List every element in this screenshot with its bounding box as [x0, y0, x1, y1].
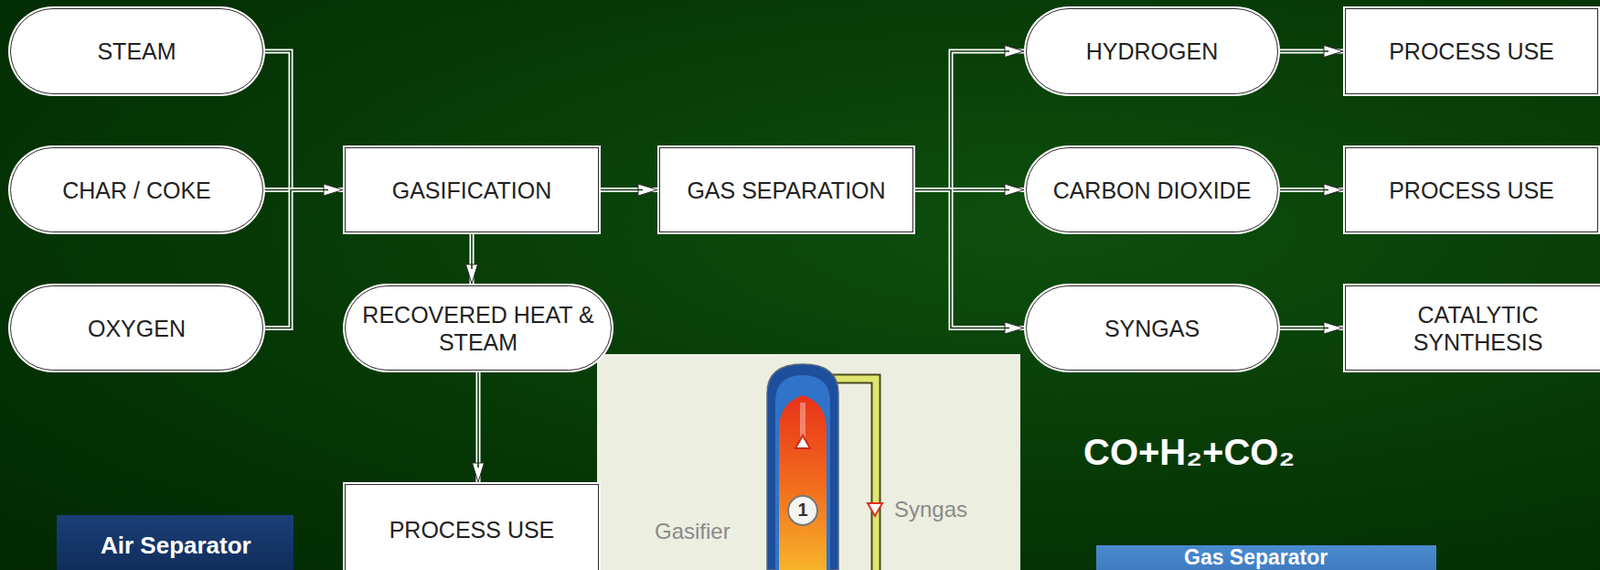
callout-number: 1: [797, 498, 808, 521]
flow-connector: [265, 51, 343, 191]
node-label: PROCESS USE: [1377, 37, 1566, 65]
flow-connector: [265, 190, 343, 329]
connector-core: [477, 372, 480, 468]
connector-outline: [476, 372, 481, 482]
connector-core: [1280, 50, 1329, 53]
node-label: PROCESS USE: [378, 515, 566, 544]
output-terminal: CARBON DIOXIDE: [1025, 147, 1279, 233]
node-label: GAS SEPARATION: [675, 176, 896, 204]
flow-connector: [471, 234, 473, 284]
connector-core: [470, 234, 473, 269]
node-label: CATALYTIC SYNTHESIS: [1345, 300, 1600, 356]
connector-outline: [1280, 325, 1344, 331]
connector-core: [265, 51, 329, 191]
node-label: PROCESS USE: [1377, 176, 1566, 204]
node-label: STEAM: [85, 37, 187, 65]
connector-outline: [1280, 187, 1344, 192]
node-label: OXYGEN: [76, 314, 197, 342]
equipment-panel: Air Separator: [56, 514, 294, 570]
connector-outline: [600, 187, 658, 192]
node-label: CARBON DIOXIDE: [1042, 176, 1263, 204]
output-terminal: RECOVERED HEAT & STEAM: [344, 285, 612, 371]
connector-outline: [1280, 49, 1344, 54]
input-terminal: STEAM: [10, 8, 264, 95]
connector-core: [915, 190, 1010, 329]
node-label: RECOVERED HEAT & STEAM: [345, 300, 611, 356]
gas-stream: [800, 402, 806, 438]
process-box: PROCESS USE: [344, 483, 599, 570]
input-terminal: OXYGEN: [10, 285, 264, 371]
connector-core: [600, 189, 643, 192]
node-label: GASIFICATION: [381, 176, 564, 204]
flow-connector: [915, 190, 1024, 329]
node-label: CHAR / COKE: [51, 176, 223, 204]
part-name: Gasifier: [654, 518, 731, 545]
node-label: HYDROGEN: [1075, 37, 1229, 65]
input-terminal: CHAR / COKE: [10, 147, 264, 233]
vessel-lining: [775, 374, 831, 570]
node-label: Gas Separator: [1096, 544, 1328, 569]
connector-core: [1280, 327, 1329, 330]
connector-core: [915, 51, 1010, 191]
flow-connector: [1280, 51, 1344, 53]
part-name: Syngas: [894, 496, 968, 523]
flow-connector: [1280, 189, 1344, 191]
flow-connector: [1280, 327, 1344, 329]
output-terminal: SYNGAS: [1025, 285, 1279, 371]
flow-connector: [600, 189, 658, 191]
connector-core: [265, 190, 329, 329]
connector-outline: [265, 190, 343, 329]
title-formula: CO+H₂+CO₂: [1083, 429, 1295, 474]
reaction-zone: [778, 394, 827, 570]
node-label: SYNGAS: [1093, 314, 1211, 342]
flow-arrow: [795, 435, 811, 448]
flow-connector: [478, 372, 480, 482]
gasifier-vessel: [767, 363, 839, 570]
illustration-panel: [597, 353, 1021, 570]
node-label: Air Separator: [56, 514, 252, 560]
output-terminal: HYDROGEN: [1025, 8, 1279, 95]
connector-outline: [915, 51, 1024, 191]
connector-outline: [265, 51, 343, 191]
syngas-flow-marker: [867, 502, 883, 516]
process-box: PROCESS USE: [1344, 8, 1599, 95]
callout-circle: [788, 495, 818, 525]
connector-core: [1280, 189, 1329, 192]
equipment-panel: Gas Separator: [1096, 544, 1437, 570]
process-box: GASIFICATION: [344, 147, 599, 233]
process-box: GAS SEPARATION: [659, 147, 914, 233]
process-box: CATALYTIC SYNTHESIS: [1344, 285, 1600, 371]
connector-outline: [915, 190, 1024, 329]
flow-connector: [915, 51, 1024, 191]
process-box: PROCESS USE: [1344, 147, 1599, 233]
connector-outline: [469, 234, 475, 284]
